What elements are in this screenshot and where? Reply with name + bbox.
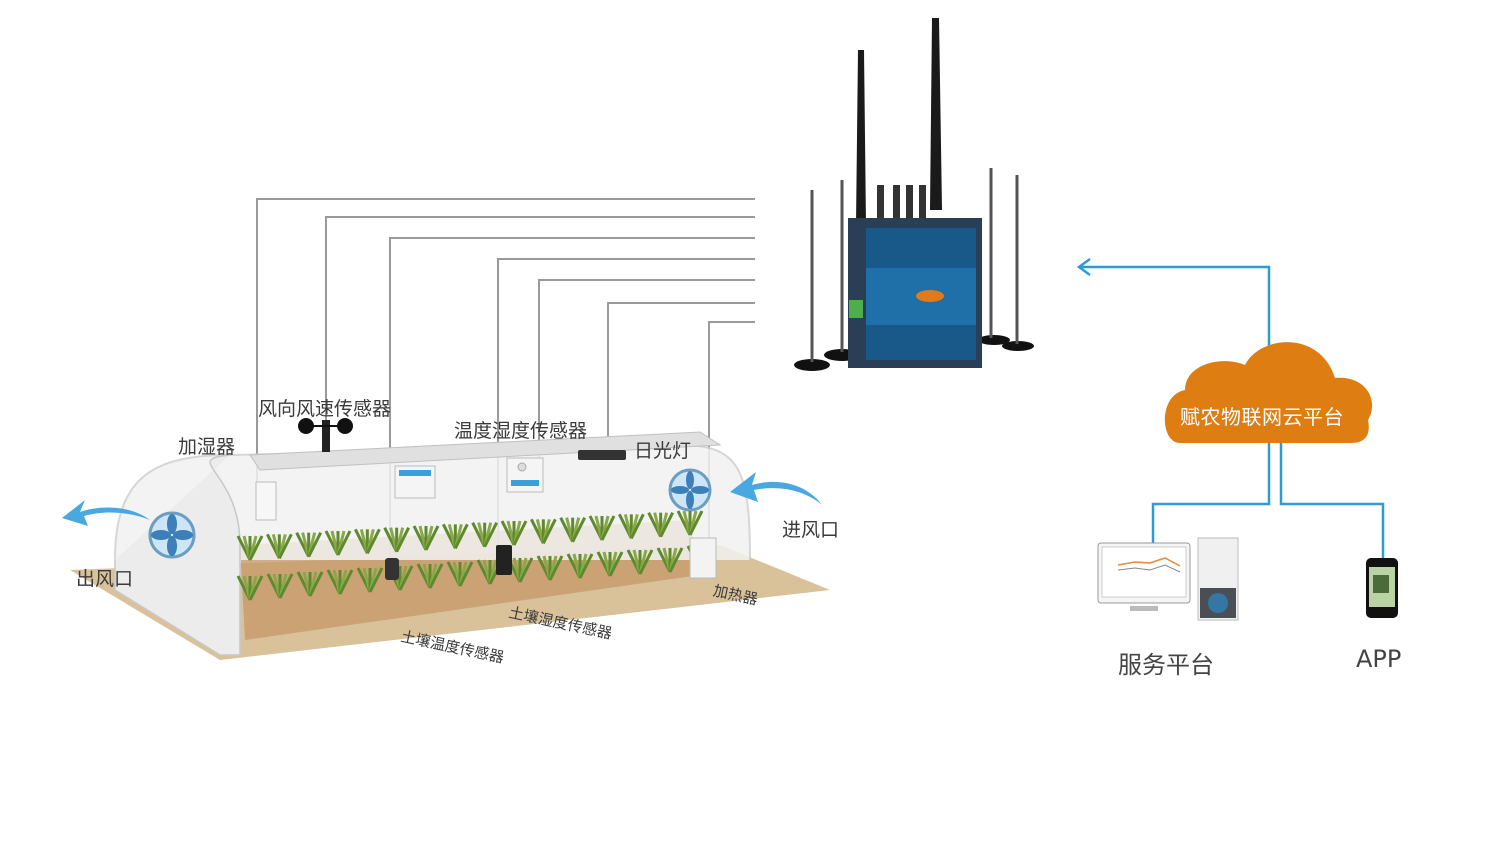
plant-leaf [629, 513, 645, 540]
cloud-icon [1164, 342, 1373, 443]
app-phone-icon [1366, 558, 1398, 618]
airflow-in-arrow [730, 472, 822, 505]
service-platform-icon [1097, 537, 1239, 621]
plant-leaf [512, 520, 528, 546]
soil-temperature-sensor-icon [385, 558, 399, 580]
service-platform-label: 服务平台 [1118, 651, 1214, 679]
plant-leaf [336, 530, 352, 556]
cloud-to-app-link [1279, 440, 1385, 560]
plant-leaf [248, 535, 264, 561]
plant-leaf [338, 569, 354, 595]
plant-leaf [659, 511, 675, 538]
plant-leaf [365, 528, 381, 555]
plant-leaf [277, 533, 293, 560]
fluorescent-lamp-label: 日光灯 [634, 440, 692, 462]
plant-leaf [395, 526, 411, 553]
network-links [1076, 257, 1385, 560]
wire-temp-humidity [538, 279, 755, 460]
plant-leaf [608, 551, 624, 577]
fluorescent-lamp-icon [578, 450, 626, 460]
humidifier-label: 加湿器 [178, 436, 236, 458]
cloud-to-gateway-link [1080, 265, 1271, 350]
plant-leaf [428, 563, 444, 589]
plant-leaf [541, 518, 557, 545]
temp-humidity-sensor-label: 温度湿度传感器 [454, 420, 588, 442]
plant-leaf [578, 553, 594, 579]
wind-sensor-label: 风向风速传感器 [258, 398, 392, 420]
heater-icon [689, 537, 717, 579]
plant-leaf [483, 521, 499, 548]
humidifier-icon [255, 481, 277, 521]
plant-leaf [424, 525, 440, 551]
cloud-platform-label: 赋农物联网云平台 [1180, 405, 1344, 429]
wire-humidifier [256, 198, 755, 500]
wire-wind-sensor [325, 216, 755, 420]
intake-fan-icon [668, 468, 712, 512]
plant-leaf [668, 547, 684, 573]
air-outlet-label: 出风口 [76, 568, 134, 590]
airflow-out-arrow [62, 500, 150, 526]
cloud-to-service-link [1151, 440, 1271, 545]
exhaust-fan-icon [148, 511, 196, 559]
air-inlet-label: 进风口 [782, 519, 840, 541]
wire-lamp [607, 302, 755, 455]
plant-leaf [248, 575, 264, 601]
plant-leaf [688, 510, 704, 536]
temp-humidity-sensor-1-icon [394, 465, 436, 499]
plant-leaf [453, 523, 469, 550]
soil-humidity-sensor-icon [496, 545, 512, 575]
plant-leaf [398, 565, 414, 591]
app-label: APP [1356, 645, 1402, 673]
plant-leaf [571, 516, 587, 543]
plant-leaf [548, 555, 564, 581]
gateway-router-icon [794, 18, 1034, 371]
crop-rows [236, 510, 714, 601]
plant-leaf [307, 531, 323, 558]
gateway-arrowhead [1076, 257, 1091, 277]
plant-leaf [458, 561, 474, 587]
plant-leaf [278, 573, 294, 599]
plant-leaf [308, 571, 324, 597]
plant-leaf [600, 515, 616, 541]
wind-sensor-icon [298, 418, 353, 452]
plant-leaf [518, 557, 534, 583]
plant-leaf [368, 567, 384, 593]
plant-leaf [638, 549, 654, 575]
temp-humidity-sensor-2-icon [506, 457, 544, 493]
